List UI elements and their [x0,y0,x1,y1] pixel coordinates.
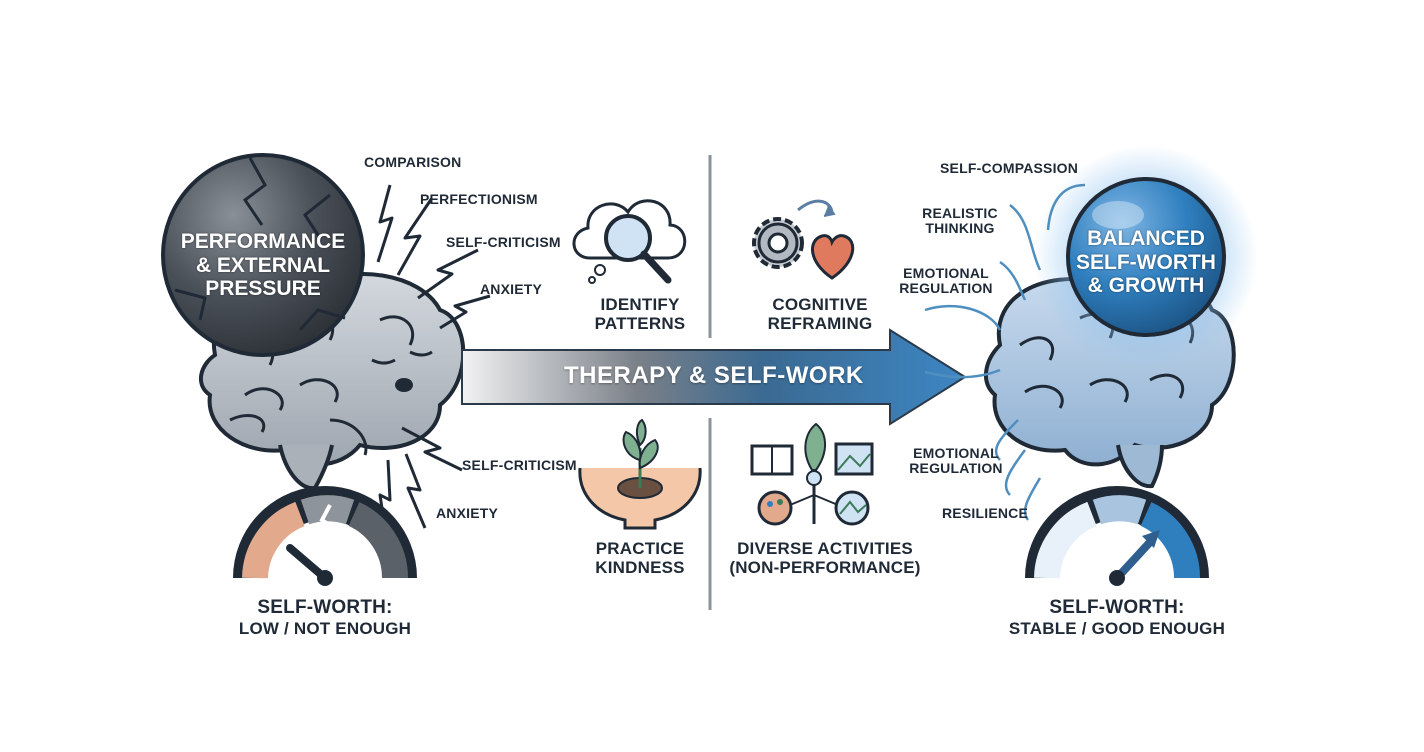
support-emotional-regulation-lower: EMOTIONAL REGULATION [909,445,1003,477]
gauge-low-value: LOW / NOT ENOUGH [238,619,412,638]
gauge-low-title: SELF-WORTH: [257,597,393,618]
pressure-sphere [161,153,365,357]
balanced-sphere-label: BALANCED SELF-WORTH & GROWTH [1076,227,1216,298]
stressor-comparison: COMPARISON [364,154,462,170]
therapy-arrow-label: THERAPY & SELF-WORK [564,362,864,389]
support-self-compassion: SELF-COMPASSION [940,160,1079,176]
pressure-sphere-label: PERFORMANCE & EXTERNAL PRESSURE [180,230,346,301]
support-resilience: RESILIENCE [942,505,1029,521]
gauge-high-title: SELF-WORTH: [1049,597,1185,618]
gear-heart-icon [752,199,855,280]
stress-bolts [376,184,491,536]
gauge-high [1025,486,1209,586]
therapy-arrow [461,328,967,426]
support-realistic-thinking: REALISTIC THINKING [922,205,998,237]
support-lines [924,183,1086,521]
balanced-sphere [1034,145,1258,369]
step-cognitive-reframing: COGNITIVE REFRAMING [767,295,873,333]
stressor-perfectionism: PERFECTIONISM [420,191,538,207]
plant-hands-icon [578,418,702,530]
stressor-anxiety: ANXIETY [480,281,543,297]
step-identify-patterns: IDENTIFY PATTERNS [594,295,686,333]
step-diverse-activities: DIVERSE ACTIVITIES (NON-PERFORMANCE) [729,539,921,577]
step-practice-kindness: PRACTICE KINDNESS [595,539,685,577]
activities-icon [750,422,874,526]
gauge-low [233,486,417,586]
stressor-anxiety-lower: ANXIETY [436,505,499,521]
gauge-high-value: STABLE / GOOD ENOUGH [1008,619,1226,638]
support-emotional-regulation: EMOTIONAL REGULATION [899,265,993,297]
stressor-self-criticism: SELF-CRITICISM [446,234,561,250]
stressor-self-criticism-lower: SELF-CRITICISM [462,457,577,473]
magnifier-cloud-icon [572,199,687,284]
